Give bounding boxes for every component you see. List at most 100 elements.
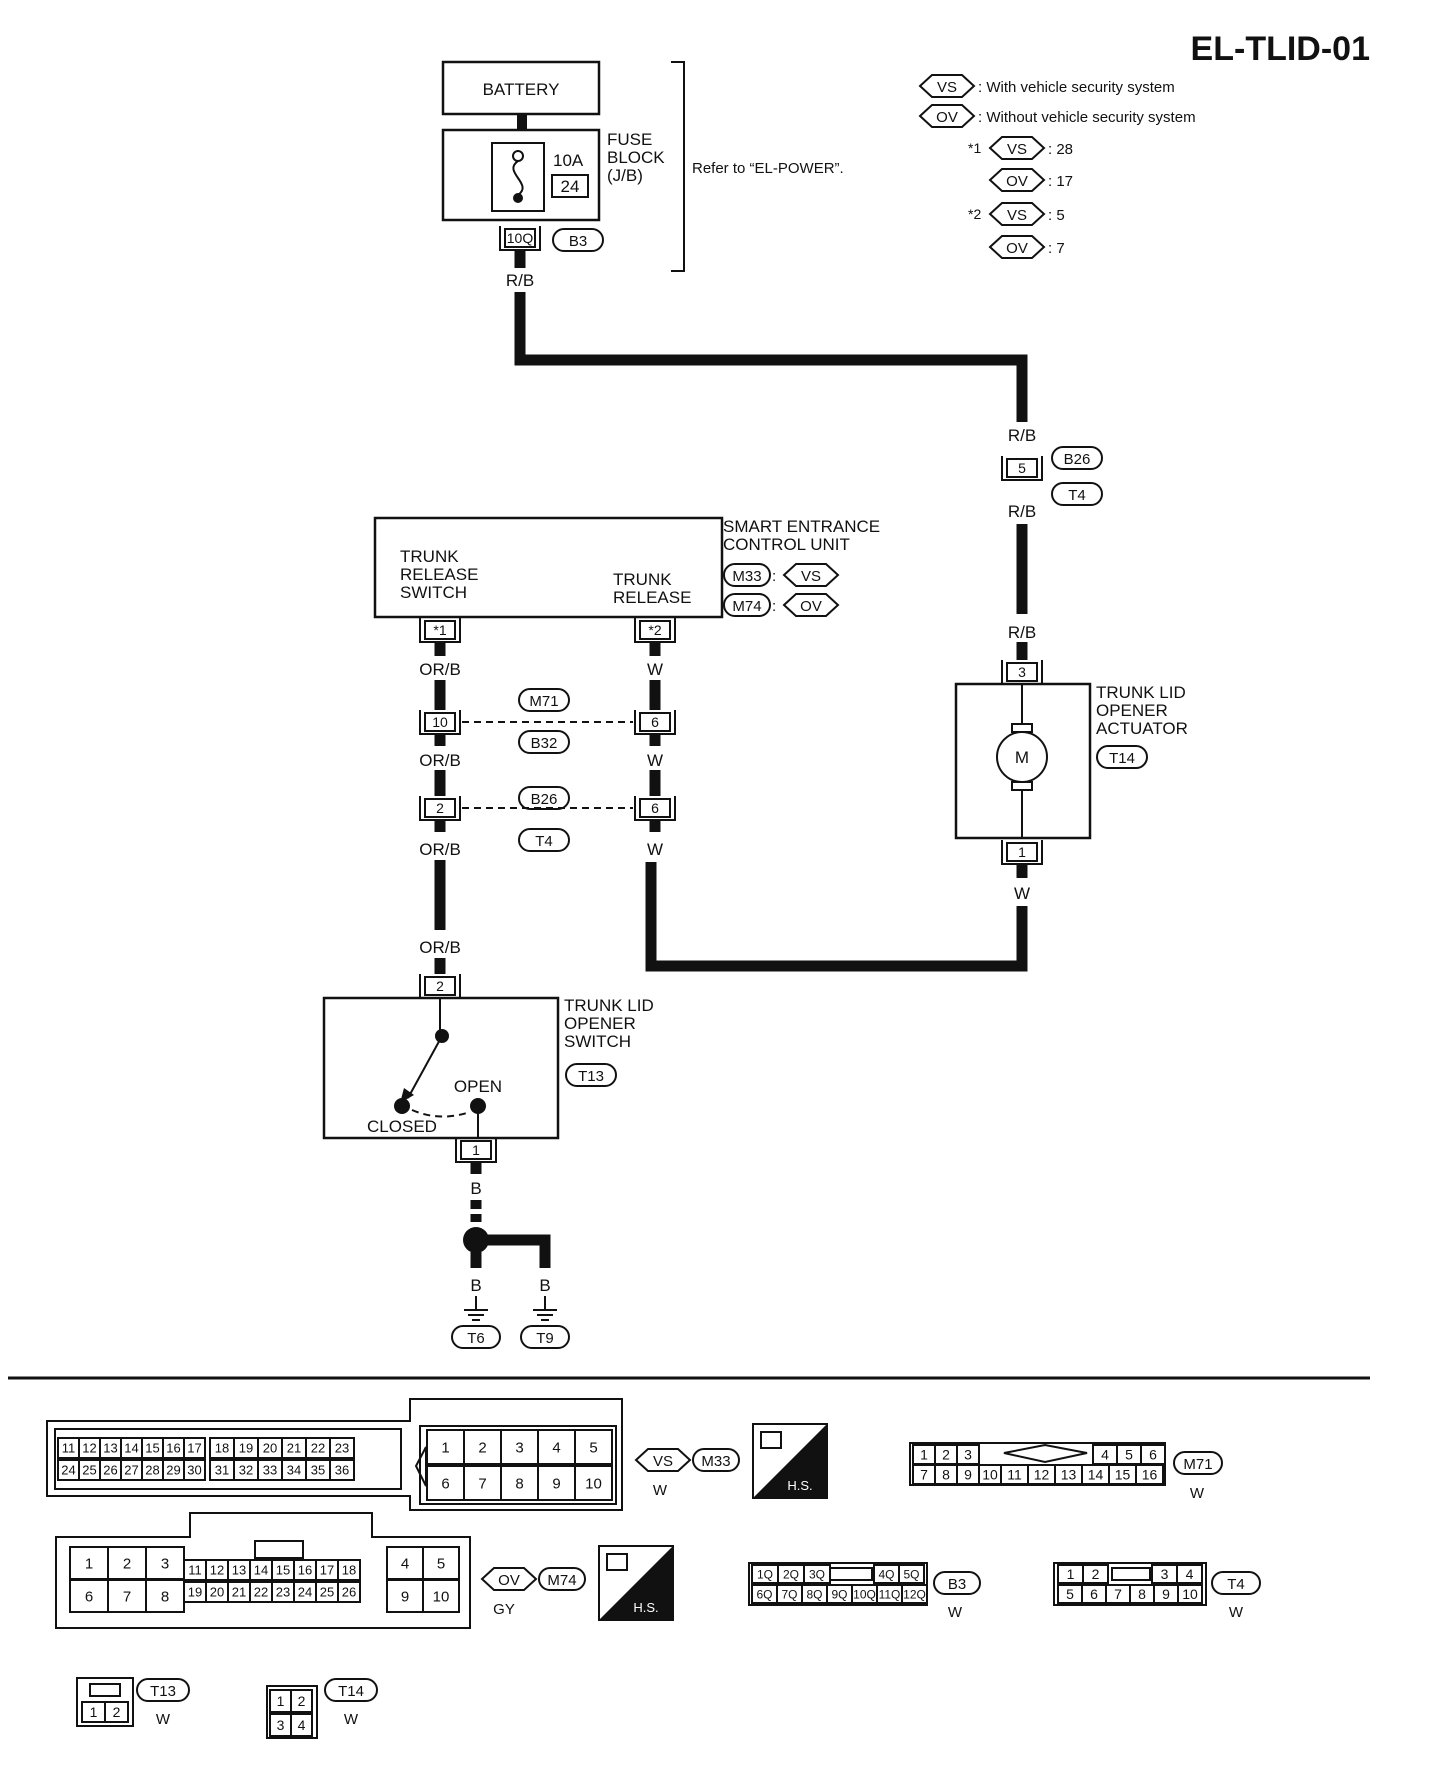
m74-color: GY <box>493 1601 515 1618</box>
pin-label: 10Q <box>853 1587 876 1601</box>
pin-label: 18 <box>342 1563 356 1578</box>
connector-badge-t4: T4 <box>518 828 570 852</box>
power-bracket <box>671 61 685 272</box>
pin-cell <box>104 1701 129 1723</box>
pin-label: 28 <box>145 1463 159 1478</box>
svg-text:2: 2 <box>436 800 444 816</box>
pin-label: 1 <box>441 1439 449 1456</box>
connector-badge-b26: B26 <box>1051 446 1103 470</box>
harness-side-icon: H.S. <box>598 1545 674 1621</box>
svg-text:B3: B3 <box>948 1576 966 1593</box>
wire-color-w: W <box>1014 884 1030 903</box>
svg-text:T4: T4 <box>1068 487 1086 504</box>
pin-label: 2Q <box>783 1567 799 1581</box>
pin-label: 7 <box>478 1475 486 1492</box>
svg-text::: : <box>772 598 776 615</box>
connector-pin-5: 5 <box>1001 455 1043 481</box>
ov-badge: OV <box>988 168 1046 192</box>
pin-label: 30 <box>187 1463 201 1478</box>
power-reference: Refer to “EL-POWER”. <box>692 160 844 177</box>
connector-pin-2: 2 <box>419 795 461 821</box>
connector-badge-t13: T13 <box>136 1678 190 1702</box>
wire-color-rb: R/B <box>1008 623 1036 642</box>
pin-cell <box>1135 1464 1164 1485</box>
connector-badge-m71: M71 <box>1173 1451 1223 1475</box>
svg-text:*1: *1 <box>433 622 446 638</box>
wire-color-orb: OR/B <box>419 840 461 859</box>
svg-text:VS: VS <box>1007 141 1027 158</box>
ground-icon <box>464 1296 488 1321</box>
connector-badge-m33: M33 <box>692 1448 740 1472</box>
svg-text:B26: B26 <box>531 791 558 808</box>
ground-badge-t9: T9 <box>520 1325 570 1349</box>
pin-label: 8Q <box>806 1587 822 1601</box>
pin-cell <box>329 1437 355 1459</box>
pin-label: 6 <box>85 1588 93 1605</box>
connector-pin-star1: *1 <box>419 617 461 643</box>
pin-label: 11 <box>1007 1467 1022 1483</box>
svg-text:CONTROL UNIT: CONTROL UNIT <box>723 535 850 554</box>
wire-color-w: W <box>647 840 663 859</box>
pin-label: 2 <box>123 1555 131 1572</box>
svg-text:OPENER: OPENER <box>564 1014 636 1033</box>
pin-label: 20 <box>210 1585 224 1600</box>
smart-entrance-control-unit <box>373 516 724 619</box>
wire-color-rb: R/B <box>1008 426 1036 445</box>
svg-text:SWITCH: SWITCH <box>564 1032 631 1051</box>
connector-badge-t4: T4 <box>1211 1571 1261 1595</box>
connector-badge-t4: T4 <box>1051 482 1103 506</box>
pin-cell <box>1082 1564 1109 1584</box>
connector-pin-1: 1 <box>1001 839 1043 865</box>
t13-color: W <box>156 1711 171 1728</box>
svg-text:ACTUATOR: ACTUATOR <box>1096 719 1188 738</box>
pin-label: 3 <box>515 1439 523 1456</box>
pin-label: 19 <box>239 1441 253 1456</box>
pin-label: 1 <box>90 1704 98 1720</box>
wire-color-b: B <box>470 1179 481 1198</box>
pin-label: 4 <box>1186 1566 1194 1582</box>
pin-label: 34 <box>287 1463 301 1478</box>
svg-text:VS: VS <box>1007 207 1027 224</box>
wire-color-b: B <box>539 1276 550 1295</box>
note-2-vs-value: : 5 <box>1048 207 1065 224</box>
pin-label: 1 <box>1067 1566 1075 1582</box>
pin-label: 13 <box>103 1441 117 1456</box>
pin-label: 4 <box>1101 1447 1109 1463</box>
pin-label: 23 <box>335 1441 349 1456</box>
motor-icon <box>996 731 1048 783</box>
vs-badge: VS <box>634 1448 692 1472</box>
pin-label: 17 <box>187 1441 201 1456</box>
wire-color-w: W <box>647 660 663 679</box>
pin-label: 4 <box>401 1555 409 1572</box>
pin-label: 33 <box>263 1463 277 1478</box>
note-2: *2 <box>968 206 981 222</box>
fuse-block-label: FUSE <box>607 130 652 149</box>
pin-label: 3 <box>277 1717 285 1733</box>
pin-cell <box>337 1559 361 1581</box>
pin-cell <box>290 1689 313 1713</box>
connector-badge-t14: T14 <box>1096 745 1148 769</box>
note-1: *1 <box>968 140 981 156</box>
connector-pin-1: 1 <box>455 1137 497 1163</box>
svg-text:T4: T4 <box>1227 1576 1245 1593</box>
svg-text:5: 5 <box>1018 460 1026 476</box>
pin-label: 29 <box>166 1463 180 1478</box>
svg-text:RELEASE: RELEASE <box>400 565 478 584</box>
vs-badge: VS <box>988 136 1046 160</box>
pin-label: 1 <box>920 1447 928 1463</box>
pin-cell <box>901 1584 928 1604</box>
b3-color: W <box>948 1604 963 1621</box>
t14-color: W <box>344 1711 359 1728</box>
pin-label: 6Q <box>756 1587 772 1601</box>
connector-pin-star2: *2 <box>634 617 676 643</box>
pin-label: 25 <box>320 1585 334 1600</box>
pin-label: 8 <box>515 1475 523 1492</box>
pin-label: 9 <box>552 1475 560 1492</box>
pin-cell <box>803 1564 831 1584</box>
fuse-symbol <box>491 142 545 212</box>
connector-badge-t13: T13 <box>565 1063 617 1087</box>
svg-text:M33: M33 <box>732 568 761 585</box>
pin-label: 4 <box>298 1717 306 1733</box>
pin-cell <box>183 1437 206 1459</box>
pin-label: 22 <box>254 1585 268 1600</box>
